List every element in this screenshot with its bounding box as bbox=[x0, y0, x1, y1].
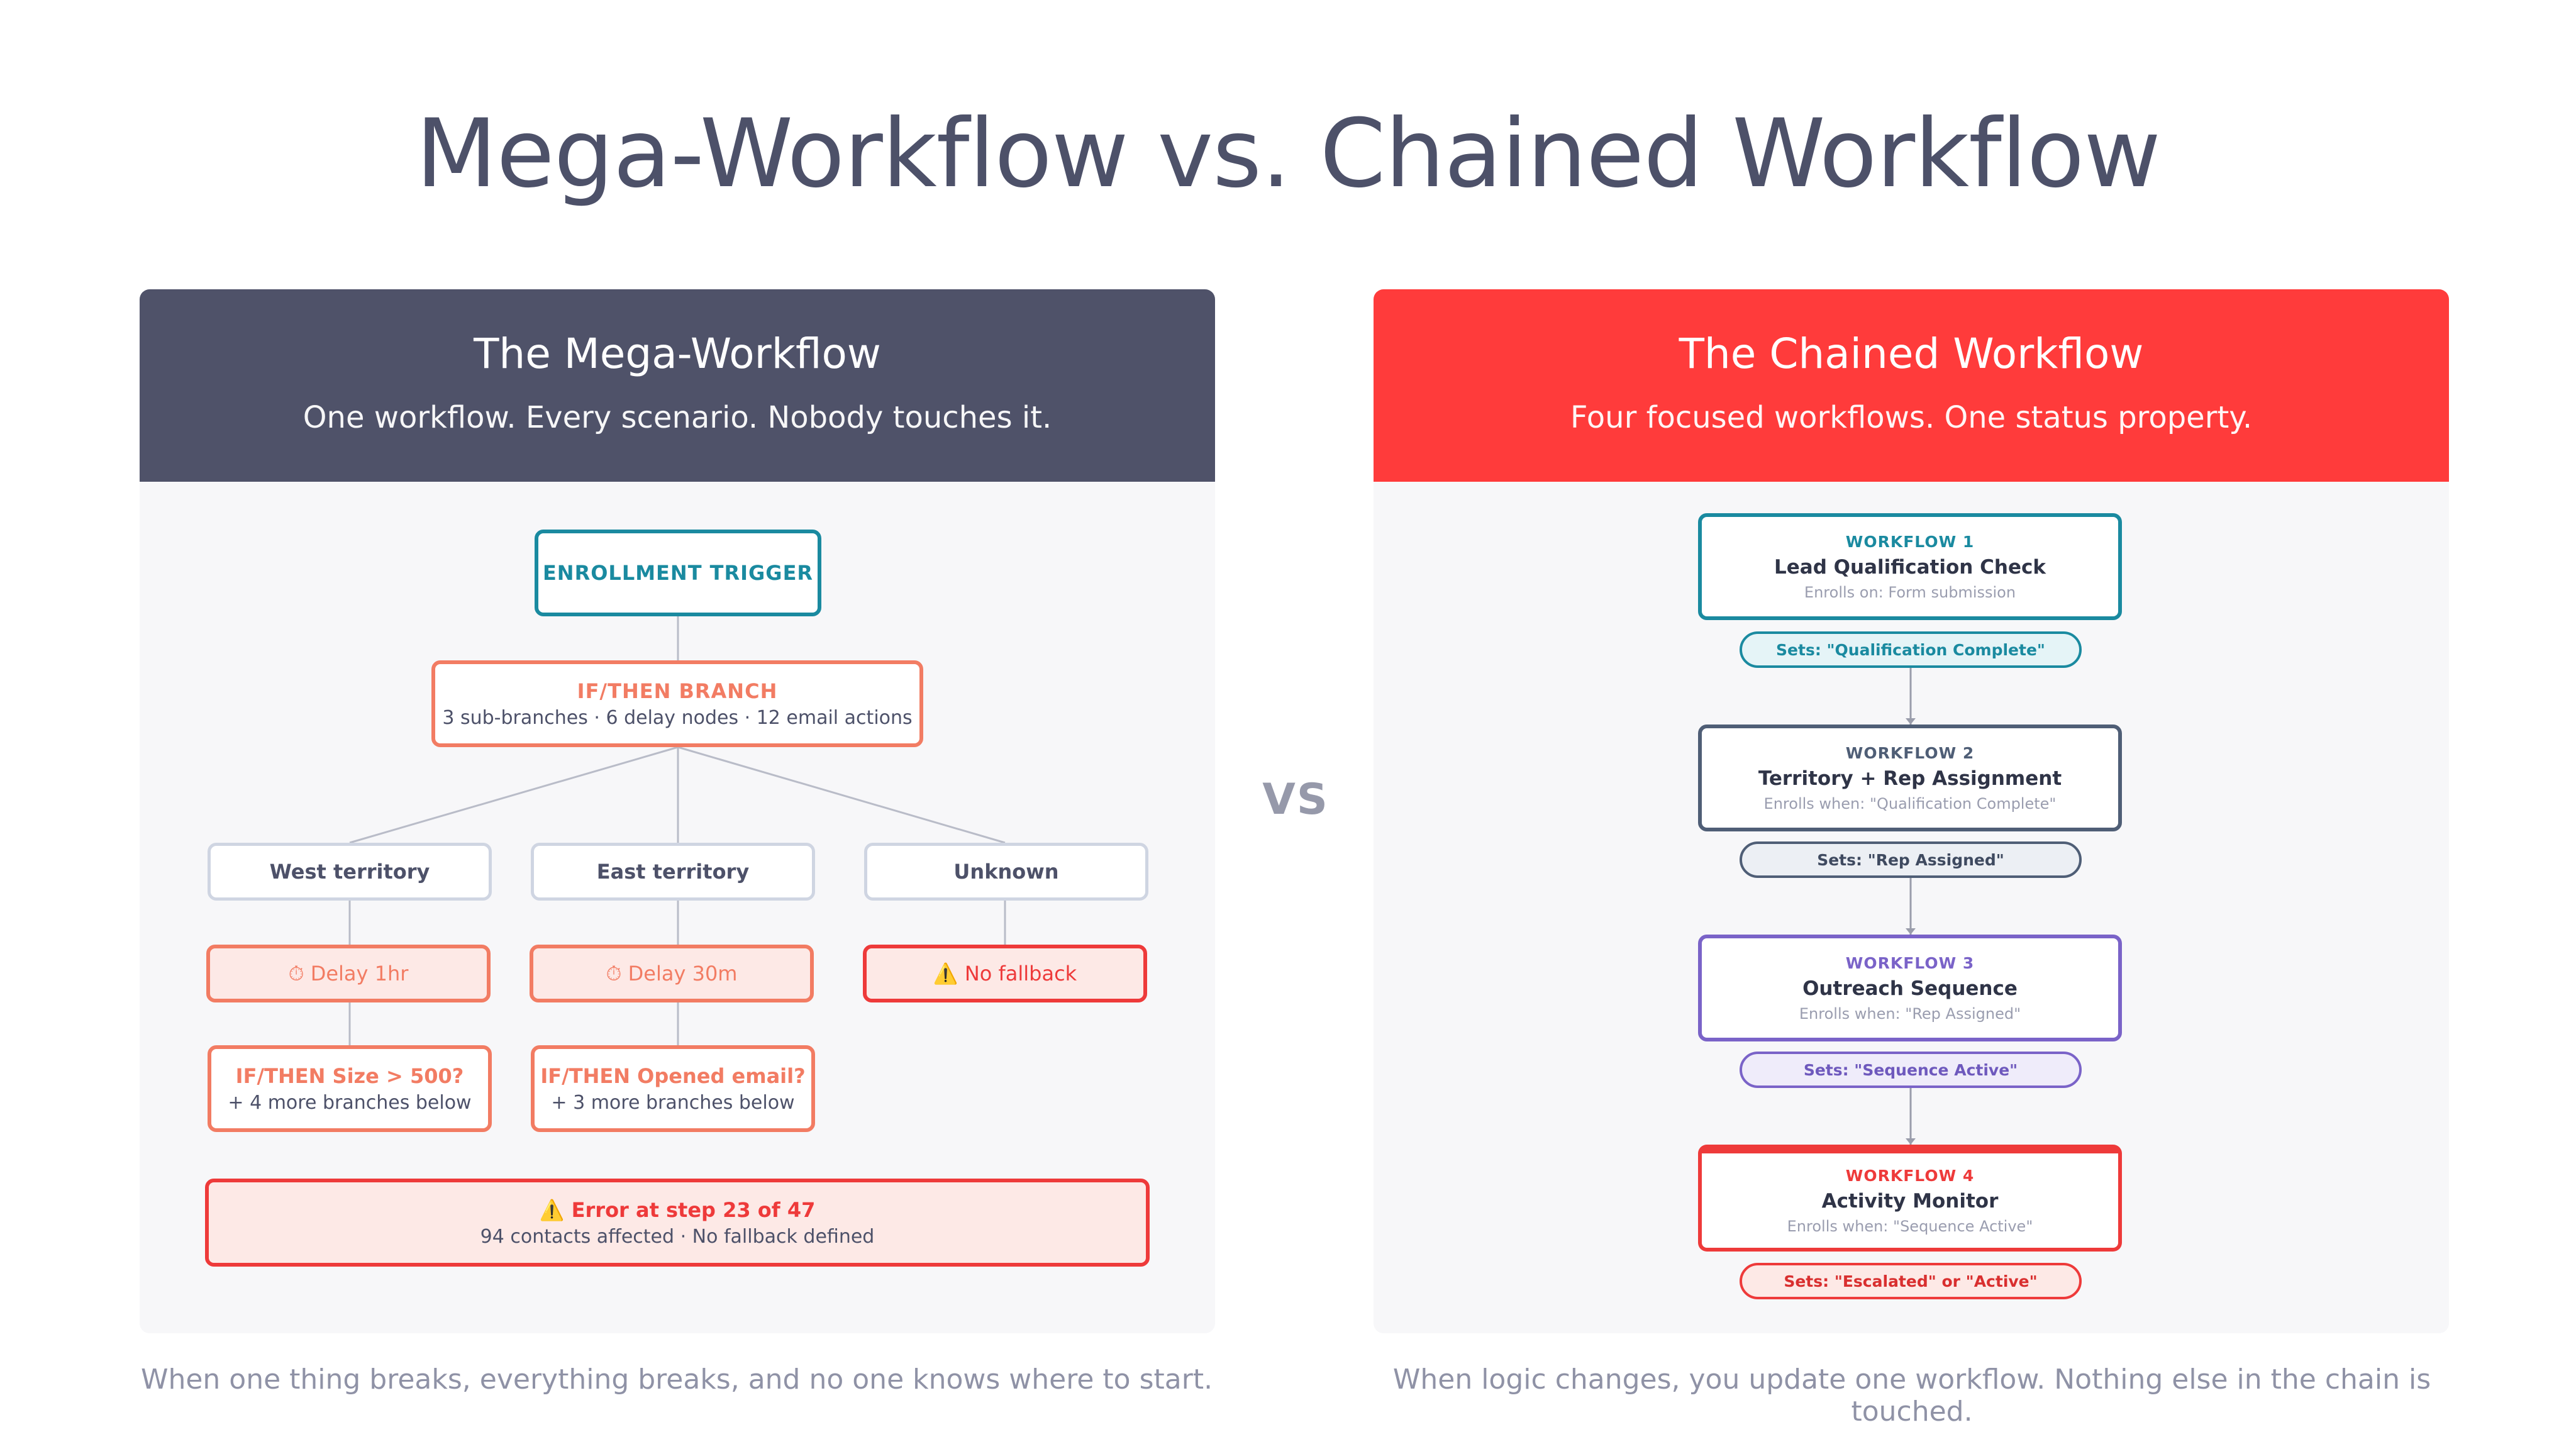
workflow-1-name: Lead Qualification Check bbox=[1774, 555, 2046, 579]
territory-west-label: West territory bbox=[269, 860, 430, 884]
workflow-4-enroll: Enrolls when: "Sequence Active" bbox=[1787, 1217, 2033, 1235]
mega-workflow-caption: When one thing breaks, everything breaks… bbox=[140, 1363, 1213, 1396]
territory-east-node: East territory bbox=[531, 843, 815, 901]
workflow-2-name: Territory + Rep Assignment bbox=[1758, 767, 2062, 790]
ifthen-size-label: IF/THEN Size > 500? bbox=[235, 1063, 464, 1088]
chained-workflow-subtitle: Four focused workflows. One status prope… bbox=[1570, 400, 2253, 435]
ifthen-opened-label: IF/THEN Opened email? bbox=[540, 1063, 806, 1088]
ifthen-branch-detail: 3 sub-branches · 6 delay nodes · 12 emai… bbox=[442, 706, 913, 729]
chained-workflow-header: The Chained Workflow Four focused workfl… bbox=[1374, 289, 2449, 482]
ifthen-size-node: IF/THEN Size > 500? + 4 more branches be… bbox=[208, 1045, 492, 1132]
mega-workflow-subtitle: One workflow. Every scenario. Nobody tou… bbox=[303, 400, 1052, 435]
vs-label: VS bbox=[1262, 775, 1329, 824]
delay-30m-label: ⏱ Delay 30m bbox=[606, 961, 738, 985]
no-fallback-node: ⚠️ No fallback bbox=[863, 945, 1147, 1002]
workflow-3-sets-pill: Sets: "Sequence Active" bbox=[1740, 1052, 2082, 1088]
workflow-2-node: WORKFLOW 2 Territory + Rep Assignment En… bbox=[1698, 724, 2122, 831]
workflow-3-enroll: Enrolls when: "Rep Assigned" bbox=[1799, 1004, 2021, 1023]
mega-workflow-header: The Mega-Workflow One workflow. Every sc… bbox=[140, 289, 1215, 482]
ifthen-branch-node: IF/THEN BRANCH 3 sub-branches · 6 delay … bbox=[431, 660, 923, 747]
enrollment-trigger-label: ENROLLMENT TRIGGER bbox=[542, 561, 814, 585]
workflow-4-label: WORKFLOW 4 bbox=[1845, 1166, 1975, 1185]
error-detail: 94 contacts affected · No fallback defin… bbox=[480, 1225, 875, 1248]
delay-1hr-node: ⏱ Delay 1hr bbox=[206, 945, 491, 1002]
delay-30m-node: ⏱ Delay 30m bbox=[530, 945, 814, 1002]
workflow-2-sets-pill: Sets: "Rep Assigned" bbox=[1740, 841, 2082, 878]
workflow-3-label: WORKFLOW 3 bbox=[1845, 953, 1975, 972]
territory-unknown-node: Unknown bbox=[864, 843, 1148, 901]
workflow-1-sets-pill: Sets: "Qualification Complete" bbox=[1740, 631, 2082, 668]
territory-unknown-label: Unknown bbox=[953, 860, 1059, 884]
chained-workflow-title: The Chained Workflow bbox=[1679, 330, 2144, 378]
page-title: Mega-Workflow vs. Chained Workflow bbox=[415, 99, 2161, 209]
workflow-2-label: WORKFLOW 2 bbox=[1845, 743, 1975, 762]
ifthen-branch-label: IF/THEN BRANCH bbox=[577, 679, 778, 703]
territory-west-node: West territory bbox=[208, 843, 492, 901]
workflow-1-label: WORKFLOW 1 bbox=[1845, 532, 1975, 551]
error-node: ⚠️ Error at step 23 of 47 94 contacts af… bbox=[205, 1179, 1150, 1267]
enrollment-trigger-node: ENROLLMENT TRIGGER bbox=[535, 530, 821, 616]
error-label: ⚠️ Error at step 23 of 47 bbox=[539, 1197, 816, 1222]
workflow-2-enroll: Enrolls when: "Qualification Complete" bbox=[1763, 794, 2057, 813]
ifthen-size-detail: + 4 more branches below bbox=[228, 1091, 472, 1114]
ifthen-opened-node: IF/THEN Opened email? + 3 more branches … bbox=[531, 1045, 815, 1132]
workflow-1-enroll: Enrolls on: Form submission bbox=[1804, 583, 2016, 601]
workflow-4-node: WORKFLOW 4 Activity Monitor Enrolls when… bbox=[1698, 1145, 2122, 1252]
workflow-4-sets-pill: Sets: "Escalated" or "Active" bbox=[1740, 1263, 2082, 1299]
workflow-3-name: Outreach Sequence bbox=[1802, 977, 2018, 1000]
workflow-4-name: Activity Monitor bbox=[1821, 1189, 1999, 1213]
mega-workflow-panel: The Mega-Workflow One workflow. Every sc… bbox=[140, 289, 1215, 1333]
territory-east-label: East territory bbox=[596, 860, 750, 884]
delay-1hr-label: ⏱ Delay 1hr bbox=[288, 961, 409, 985]
mega-workflow-title: The Mega-Workflow bbox=[474, 330, 881, 378]
workflow-1-node: WORKFLOW 1 Lead Qualification Check Enro… bbox=[1698, 513, 2122, 620]
workflow-3-node: WORKFLOW 3 Outreach Sequence Enrolls whe… bbox=[1698, 935, 2122, 1041]
ifthen-opened-detail: + 3 more branches below bbox=[551, 1091, 795, 1114]
chained-workflow-caption: When logic changes, you update one workf… bbox=[1392, 1363, 2431, 1428]
no-fallback-label: ⚠️ No fallback bbox=[933, 962, 1077, 985]
